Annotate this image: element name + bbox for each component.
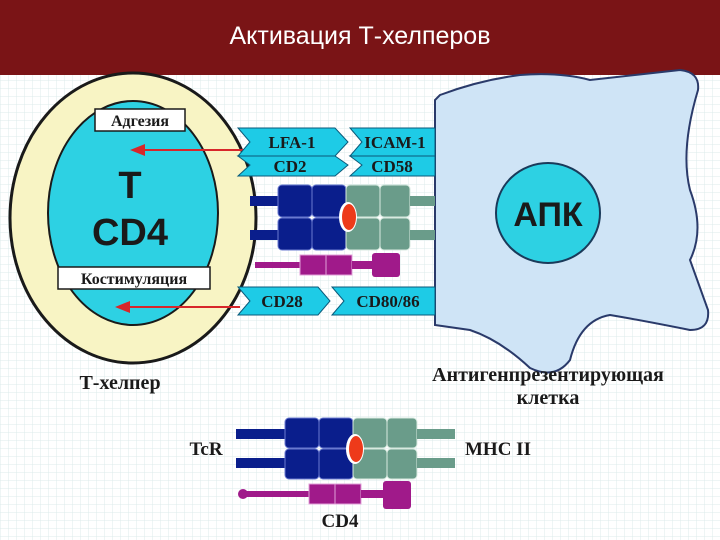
- cd80-86-label: CD80/86: [356, 292, 419, 311]
- mhc-domain: [387, 449, 417, 479]
- tcr-domain: [278, 218, 312, 250]
- cd4-cell-label: CD4: [92, 212, 168, 254]
- tcr-domain: [278, 185, 312, 217]
- cd58-label: CD58: [371, 157, 413, 176]
- t-label: T: [118, 165, 141, 207]
- cd4-linker: [361, 490, 383, 498]
- antigen-peptide: [342, 204, 356, 230]
- cd4-mhc-contact: [372, 253, 400, 277]
- costimulation-label: Костимуляция: [81, 271, 188, 288]
- adhesion-label: Адгезия: [111, 113, 169, 130]
- cd4-domain: [326, 255, 352, 275]
- antigen-peptide: [349, 436, 363, 462]
- cd4-stalk: [243, 491, 309, 497]
- tcr-stalk: [250, 196, 280, 206]
- mhc2-label: MHC II: [465, 439, 531, 460]
- mhc-stalk: [417, 429, 455, 439]
- tcr-domain: [285, 418, 319, 448]
- apc-label: АПК: [513, 196, 583, 234]
- mhc-domain: [380, 185, 410, 217]
- tcr-stalk: [250, 230, 280, 240]
- cd4-linker: [352, 261, 372, 269]
- t-helper-label: Т-хелпер: [79, 372, 160, 394]
- cd2-label: CD2: [273, 157, 306, 176]
- cd28-label: CD28: [261, 292, 303, 311]
- cd4-domain: [309, 484, 335, 504]
- cd4-domain: [335, 484, 361, 504]
- lfa1-label: LFA-1: [269, 133, 316, 152]
- cd4-domain: [300, 255, 326, 275]
- apc-full-name-line2: клетка: [517, 387, 580, 409]
- tcr-label: TcR: [189, 439, 222, 460]
- mhc-stalk: [410, 196, 435, 206]
- mhc-domain: [380, 218, 410, 250]
- mhc-stalk: [410, 230, 435, 240]
- cd4-mhc-contact: [383, 481, 411, 509]
- cd4-legend-label: CD4: [322, 511, 359, 532]
- apc-full-name-line1: Антигенпрезентирующая: [432, 364, 664, 386]
- mhc-domain: [387, 418, 417, 448]
- tcr-stalk: [236, 458, 286, 468]
- mhc-stalk: [417, 458, 455, 468]
- icam1-label: ICAM-1: [364, 133, 425, 152]
- tcr-domain: [285, 449, 319, 479]
- tcr-stalk: [236, 429, 286, 439]
- cd4-stalk: [255, 262, 300, 268]
